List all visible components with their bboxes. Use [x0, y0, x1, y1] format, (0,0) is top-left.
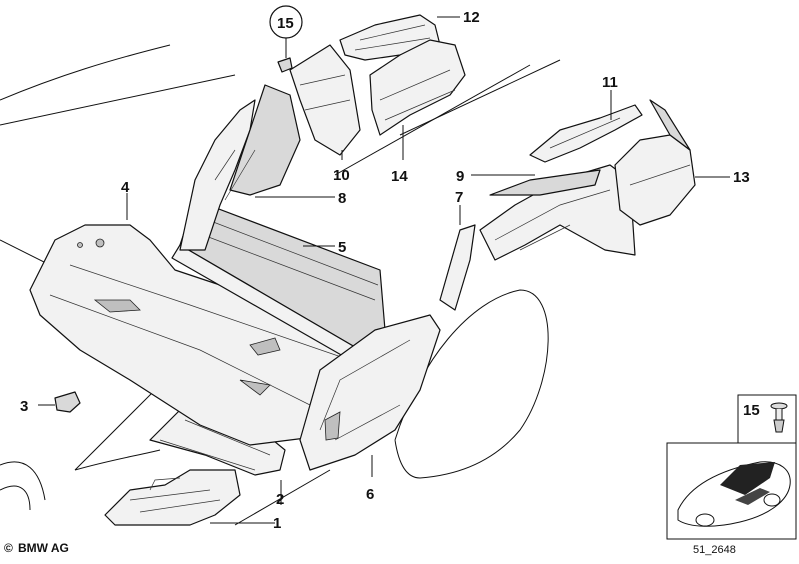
part-4-floor-carpet: [29, 224, 401, 446]
part-10-wheel-arch-trim: [289, 44, 361, 156]
reference-number: 51_2648: [693, 544, 736, 556]
callout-4: 4: [121, 179, 130, 196]
callout-15-circle: [269, 5, 303, 39]
callout-15: 15: [277, 15, 294, 32]
part-1-floor-trim: [104, 469, 241, 526]
clip-icon: [770, 402, 788, 433]
callout-3: 3: [20, 398, 28, 415]
callout-labels: 1 2 3 4 5 6 7 8 9 10 11 12 13 14 15: [20, 5, 750, 532]
inset-label: 15: [743, 402, 760, 419]
callout-13: 13: [733, 169, 750, 186]
callout-10: 10: [333, 167, 350, 184]
part-13-end-trim: [614, 99, 696, 226]
part-8-c-pillar-trim: [179, 84, 301, 251]
part-14-rear-side-trim: [369, 39, 466, 136]
inset-panel: 15: [666, 394, 797, 540]
part-15-clip: [277, 57, 293, 73]
callout-5: 5: [338, 239, 346, 256]
callout-12: 12: [463, 9, 480, 26]
leader-lines: [38, 16, 730, 524]
callout-2: 2: [276, 491, 284, 508]
callout-6: 6: [366, 486, 374, 503]
callout-11: 11: [602, 74, 618, 91]
vehicle-outline: [0, 44, 561, 526]
callout-7: 7: [455, 189, 463, 206]
car-locator-icon: [677, 461, 791, 527]
footer: © BMW AG 51_2648: [4, 541, 736, 556]
part-7-pillar-trim: [439, 224, 476, 311]
callout-8: 8: [338, 190, 346, 207]
part-9-trunk-side-trim: [479, 164, 636, 261]
callout-1: 1: [273, 515, 281, 532]
brand-label: BMW AG: [18, 541, 69, 555]
part-6-door-trim: [299, 314, 441, 471]
callout-9: 9: [456, 168, 464, 185]
callout-14: 14: [391, 168, 408, 185]
part-3-clip: [54, 391, 81, 413]
part-11-trim-strip: [529, 104, 643, 163]
copyright-symbol: ©: [4, 541, 13, 555]
